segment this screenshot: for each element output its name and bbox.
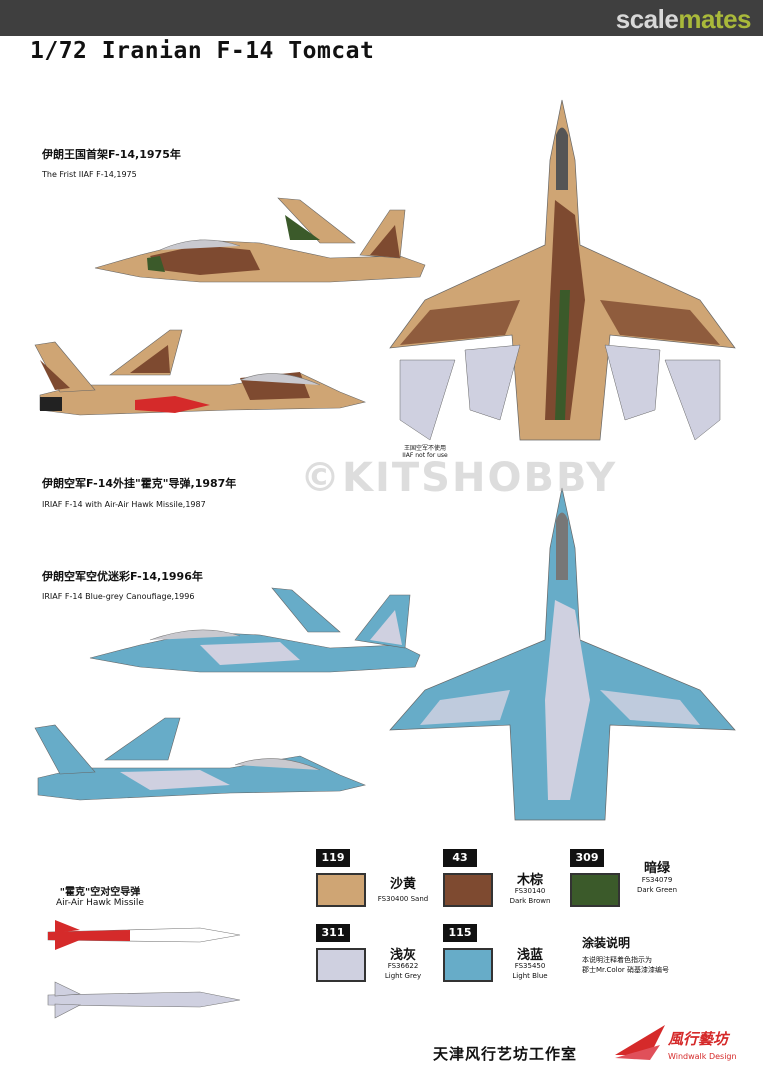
- section2-title-en: IRIAF F-14 with Air-Air Hawk Missile,198…: [42, 500, 206, 509]
- color-fs: FS30140: [514, 887, 546, 895]
- brand-name-cn: 風行藝坊: [668, 1030, 729, 1048]
- top-view-note-en: IIAF not for use: [402, 452, 448, 459]
- color-code: 119: [316, 849, 350, 867]
- color-name-cn: 木棕: [516, 873, 543, 888]
- desert-side-view-2: [34, 329, 366, 416]
- studio-name: 天津风行艺坊工作室: [433, 1045, 578, 1063]
- color-119: 119 沙黄 FS30400 Sand: [316, 849, 428, 907]
- color-swatch: [443, 873, 493, 907]
- color-309: 309 暗绿 FS34079 Dark Green: [570, 849, 677, 907]
- color-code: 311: [316, 924, 350, 942]
- hawk-missile-grey: [47, 981, 241, 1019]
- color-name-en: Light Grey: [384, 972, 422, 980]
- color-swatch: [316, 873, 366, 907]
- desert-top-view: [389, 99, 736, 441]
- desert-side-view-1: [94, 197, 426, 283]
- color-swatch: [443, 948, 493, 982]
- hawk-missile-red: [47, 920, 241, 950]
- color-fs: FS36622: [387, 962, 419, 970]
- logo-mates: mates: [678, 4, 751, 34]
- section1-title-cn: 伊朗王国首架F-14,1975年: [42, 148, 181, 161]
- missile-caption-en: Air-Air Hawk Missile: [56, 898, 144, 908]
- color-code: 43: [443, 849, 477, 867]
- missile-caption-cn: "霍克"空对空导弹: [59, 887, 141, 898]
- scalemates-logo[interactable]: scalemates: [615, 4, 752, 35]
- section3-title-cn: 伊朗空军空优迷彩F-14,1996年: [42, 570, 203, 583]
- color-swatch: [570, 873, 620, 907]
- top-banner: scalemates: [0, 0, 763, 36]
- color-name-cn: 暗绿: [643, 861, 670, 876]
- color-fs: FS30400 Sand: [377, 895, 429, 903]
- color-fs: FS34079: [641, 876, 673, 884]
- windwalk-logo-icon: [615, 1025, 665, 1060]
- color-name-en: Light Blue: [512, 972, 548, 980]
- paint-notes-line2: 郡士Mr.Color 硝基漆漆编号: [582, 966, 670, 974]
- page-title: 1/72 Iranian F-14 Tomcat: [30, 38, 375, 64]
- top-view-note: 王国空军不使用 IIAF not for use: [395, 443, 455, 459]
- color-name-cn: 沙黄: [389, 877, 416, 892]
- section1-title-en: The Frist IIAF F-14,1975: [42, 170, 137, 179]
- brand-name-en: Windwalk Design: [668, 1052, 737, 1061]
- color-name-en: Dark Green: [636, 886, 678, 894]
- color-code: 115: [443, 924, 477, 942]
- color-code: 309: [570, 849, 604, 867]
- paint-notes-title: 涂装说明: [582, 936, 631, 950]
- section2-title-cn: 伊朗空军F-14外挂"霍克"导弹,1987年: [42, 477, 237, 490]
- blue-side-view-2: [34, 717, 366, 801]
- paint-notes: 涂装说明 本说明注释着色指示为 郡士Mr.Color 硝基漆漆编号: [582, 934, 669, 975]
- missile-caption: "霍克"空对空导弹 Air-Air Hawk Missile: [45, 883, 155, 908]
- color-name-cn: 浅灰: [389, 948, 416, 963]
- watermark: ©KITSHOBBY: [300, 455, 618, 501]
- top-view-note-cn: 王国空军不使用: [403, 445, 446, 452]
- color-43: 43 木棕 FS30140 Dark Brown: [443, 849, 550, 907]
- color-name-cn: 浅蓝: [516, 948, 543, 963]
- color-311: 311 浅灰 FS36622 Light Grey: [316, 924, 421, 982]
- color-fs: FS35450: [514, 962, 546, 970]
- color-115: 115 浅蓝 FS35450 Light Blue: [443, 924, 548, 982]
- logo-scale: scale: [615, 4, 679, 34]
- section3-title-en: IRIAF F-14 Blue-grey Canoufiage,1996: [42, 592, 195, 601]
- color-name-en: Dark Brown: [509, 897, 551, 905]
- blue-side-view-1: [89, 587, 421, 673]
- blue-top-view: [389, 487, 736, 821]
- color-swatch: [316, 948, 366, 982]
- paint-notes-line1: 本说明注释着色指示为: [582, 956, 652, 964]
